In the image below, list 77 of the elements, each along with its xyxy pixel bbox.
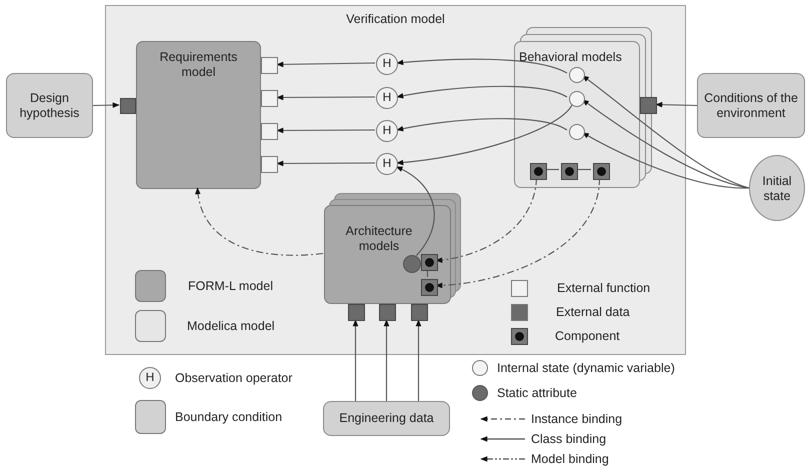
external-data-port xyxy=(379,304,396,321)
legend-label: Class binding xyxy=(531,432,606,447)
legend-label: Observation operator xyxy=(175,371,292,386)
component-port xyxy=(561,163,578,180)
arrow xyxy=(352,319,358,401)
boundary-box xyxy=(697,73,805,138)
arrow xyxy=(396,166,435,256)
observation-operator xyxy=(376,53,398,75)
arrow xyxy=(276,94,375,100)
observation-operator xyxy=(376,120,398,142)
legend-label: External data xyxy=(556,305,630,320)
model-frame xyxy=(105,5,686,355)
connector-line xyxy=(426,269,428,277)
arrow xyxy=(276,160,375,166)
legend-label: Static attribute xyxy=(497,386,577,401)
legend-label: Model binding xyxy=(531,452,609,466)
arrow xyxy=(396,118,568,132)
internal-state-circle xyxy=(569,91,585,107)
component-port xyxy=(421,254,438,271)
external-function-port xyxy=(261,90,278,107)
dashed-arrow xyxy=(196,187,324,256)
external-data-port xyxy=(640,97,657,114)
internal-state-circle xyxy=(569,124,585,140)
node-label: Design hypothesis xyxy=(18,91,80,121)
legend-label: External function xyxy=(557,281,650,296)
observation-operator xyxy=(376,153,398,175)
model-card xyxy=(136,41,261,189)
arrow xyxy=(92,102,120,108)
arrow xyxy=(582,132,749,189)
external-function-port xyxy=(261,123,278,140)
node-label: Conditions of the environment xyxy=(703,91,799,121)
node-label: Architecture models xyxy=(344,224,414,254)
node-label: Engineering data xyxy=(338,411,435,426)
external-function-port xyxy=(261,57,278,74)
arrow xyxy=(384,319,390,401)
external-data-port xyxy=(411,304,428,321)
legend-label: FORM-L model xyxy=(188,279,273,294)
model-card xyxy=(324,205,451,304)
operator-symbol: H xyxy=(382,89,392,106)
arrow xyxy=(416,319,422,401)
dashed-arrow xyxy=(435,178,600,288)
connector-line xyxy=(576,168,591,170)
operator-symbol: H xyxy=(382,155,392,172)
operator-symbol: H xyxy=(144,369,156,386)
operator-symbol: H xyxy=(382,55,392,72)
model-card xyxy=(514,41,640,188)
node-label: Verification model xyxy=(345,12,446,27)
static-attribute-circle xyxy=(403,255,421,273)
legend-label: Boundary condition xyxy=(175,410,282,425)
legend-label: Modelica model xyxy=(187,319,275,334)
node-label: Behavioral models xyxy=(518,50,623,65)
external-function-port xyxy=(261,156,278,173)
component-port xyxy=(421,279,438,296)
legend-label: Internal state (dynamic variable) xyxy=(497,361,675,376)
external-data-port xyxy=(120,98,136,114)
legend-label: Instance binding xyxy=(531,412,622,427)
node-label: Initial state xyxy=(761,174,793,204)
boundary-box xyxy=(6,73,93,138)
arrow xyxy=(582,75,750,189)
node-label: Requirements model xyxy=(158,50,238,80)
arrow xyxy=(396,58,568,74)
arrow xyxy=(276,128,375,134)
dashed-arrow xyxy=(435,178,538,263)
component-port xyxy=(530,163,547,180)
component-port xyxy=(593,163,610,180)
arrow xyxy=(276,62,375,68)
boundary-box xyxy=(323,401,450,436)
connector-line xyxy=(545,168,559,170)
external-data-port xyxy=(348,304,365,321)
legend-label: Component xyxy=(555,329,620,344)
arrow xyxy=(582,99,750,189)
arrow xyxy=(396,104,573,166)
internal-state-circle xyxy=(569,67,585,83)
arrow xyxy=(655,102,698,108)
observation-operator xyxy=(376,87,398,109)
operator-symbol: H xyxy=(382,122,392,139)
arrow xyxy=(396,86,568,99)
